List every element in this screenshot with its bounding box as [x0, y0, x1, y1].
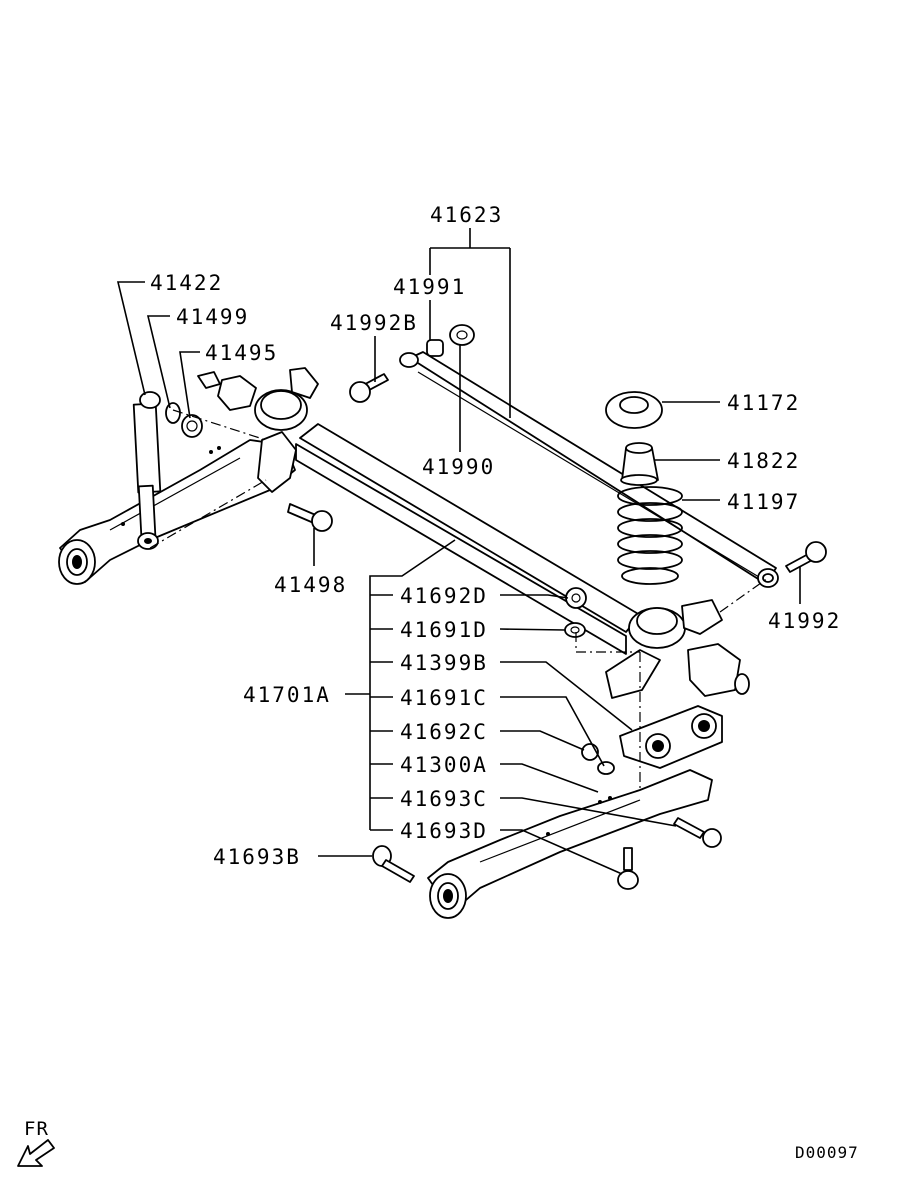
label-41691d: 41691D [400, 618, 488, 642]
label-41495: 41495 [205, 341, 278, 365]
lateral-rod-drawing [399, 351, 779, 588]
right-trailing-arm-drawing [427, 769, 713, 919]
label-41692c: 41692C [400, 720, 488, 744]
label-41701a: 41701A [243, 683, 331, 707]
bushing-bracket-drawing [619, 705, 723, 769]
label-41399b: 41399B [400, 651, 488, 675]
label-41822: 41822 [727, 449, 800, 473]
washer-41691c-drawing [597, 761, 615, 775]
label-41498: 41498 [274, 573, 347, 597]
label-41991: 41991 [393, 275, 466, 299]
label-41693c: 41693C [400, 787, 488, 811]
washer-41691d-drawing [564, 622, 586, 638]
coil-spring-drawing [617, 486, 683, 585]
orientation-indicator: FR [17, 1118, 55, 1167]
shock-absorber-drawing [132, 391, 162, 550]
label-41691c: 41691C [400, 686, 488, 710]
bushing-drawing [426, 324, 475, 357]
label-41197: 41197 [727, 490, 800, 514]
label-41990: 41990 [422, 455, 495, 479]
fr-arrow-icon [17, 1139, 55, 1167]
label-41692d: 41692D [400, 584, 488, 608]
label-41992b: 41992B [330, 311, 418, 335]
label-41693b: 41693B [213, 845, 301, 869]
label-41422: 41422 [150, 271, 223, 295]
label-41693d: 41693D [400, 819, 488, 843]
label-41992: 41992 [768, 609, 841, 633]
bolt-41693d-drawing [617, 847, 639, 890]
label-41623: 41623 [430, 203, 503, 227]
assembly-lines [149, 409, 769, 790]
nut-41692d-drawing [565, 587, 587, 609]
fr-label: FR [24, 1118, 49, 1140]
leader-lines [116, 228, 801, 875]
bump-stopper-drawing [620, 442, 659, 486]
bolt-41693b-drawing [372, 845, 415, 883]
label-41172: 41172 [727, 391, 800, 415]
label-41300a: 41300A [400, 753, 488, 777]
bolt-41992b-drawing [349, 373, 389, 403]
spring-seat-drawing [605, 391, 663, 429]
left-trailing-arm-drawing [58, 367, 319, 585]
label-41499: 41499 [176, 305, 249, 329]
bolt-41498-drawing [287, 503, 333, 532]
right-hub-drawing [605, 599, 750, 699]
bolt-41693c-drawing [673, 817, 722, 848]
bolt-41992-drawing [785, 541, 827, 573]
washer-nut-drawing [165, 402, 203, 438]
drawing-code: D00097 [795, 1143, 859, 1162]
part-number-labels: 41623 41991 41992B 41990 41422 41499 414… [150, 203, 841, 869]
